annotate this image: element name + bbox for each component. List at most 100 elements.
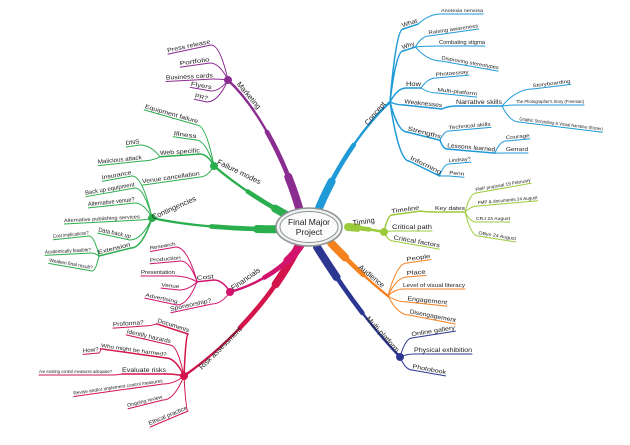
node-label-lindsay[interactable]: Lindsay? [448, 156, 471, 164]
node-underline [144, 297, 178, 306]
node-label-weaken-final-result[interactable]: Weaken final result? [49, 258, 94, 272]
node-label-level-of-visual-literacy[interactable]: Level of visual literacy [403, 283, 465, 289]
node-label-critical-path[interactable]: Critical path [392, 225, 432, 231]
node-label-weaknesses[interactable]: Weaknesses [404, 99, 442, 109]
node-label-lessons-learned[interactable]: Lessons learned [447, 143, 495, 153]
node-label-storyboarding[interactable]: Storyboarding [532, 79, 571, 90]
node-label-cost-implications[interactable]: Cost implications? [53, 230, 90, 240]
node-label-combating-stigma[interactable]: Combating stigma [439, 40, 485, 46]
branch-label-concept[interactable]: Concept [363, 99, 388, 127]
node-connector-curve [212, 78, 229, 81]
node-connector-curve [387, 295, 408, 303]
node-label-insurance[interactable]: Insurance [101, 170, 132, 181]
node-label-crj-24-august[interactable]: CRJ 24 August [476, 216, 511, 221]
node-label-people[interactable]: People [406, 254, 431, 263]
node-label-informing[interactable]: Informing [409, 156, 442, 176]
node-label-the-photographer-s-story-freeman[interactable]: The Photographer's Story (Freeman) [516, 99, 584, 104]
center-node[interactable] [279, 211, 339, 243]
node-label-timeline[interactable]: Timeline [391, 205, 420, 215]
node-connector-curve [389, 101, 405, 106]
branch-label-audience[interactable]: Audience [357, 263, 387, 290]
node-underline [402, 46, 417, 52]
branch-label-risk-assessment[interactable]: Risk assessment [197, 324, 244, 371]
node-label-malicious-attack[interactable]: Malicious attack [98, 155, 143, 166]
node-label-obyn-24-august[interactable]: OByn 24 August [478, 230, 517, 241]
branch-label-multi-platform[interactable]: Multi-platform [364, 314, 401, 354]
node-label-web-specific[interactable]: Web specific [160, 148, 200, 157]
node-connector-curve [141, 156, 161, 162]
branch-trunk-curve [346, 225, 386, 234]
node-underline [505, 138, 531, 142]
node-label-dns[interactable]: DNS [125, 139, 140, 147]
node-underline [125, 144, 141, 148]
node-label-extension[interactable]: Extension [98, 242, 131, 256]
node-label-place[interactable]: Place [406, 269, 426, 277]
node-label-what[interactable]: What [401, 18, 418, 29]
node-connector-curve [387, 288, 404, 297]
node-connector-curve [178, 281, 198, 291]
node-label-disproving-stereotypes[interactable]: Disproving stereotypes [441, 55, 500, 71]
node-label-revise-and-or-implement-control-measures[interactable]: Revise and/or implement control measures [73, 378, 164, 397]
node-label-anorexia-nervosa[interactable]: Anorexia nervosa [441, 8, 483, 14]
node-label-fmp-documents-24-august[interactable]: FMP & documents 24 August [477, 195, 538, 205]
node-label-how[interactable]: How [406, 82, 422, 88]
node-underline [172, 136, 197, 141]
branch-trunk-curve [225, 77, 304, 218]
branch-label-timing[interactable]: Timing [352, 216, 375, 228]
node-connector-curve [439, 139, 448, 150]
node-label-online-gallery[interactable]: Online gallery [411, 325, 455, 338]
node-label-academically-feasible[interactable]: Academically feasible? [45, 247, 91, 255]
node-connector-curve [91, 255, 100, 272]
node-label-cost[interactable]: Cost [196, 274, 214, 282]
node-label-multi-platform[interactable]: Multi-platform [437, 87, 477, 97]
node-connector-curve [383, 231, 394, 242]
node-label-presentation[interactable]: Presentation [141, 270, 175, 276]
node-label-identify-hazards[interactable]: Identify hazards [126, 329, 171, 345]
node-label-why[interactable]: Why [401, 41, 415, 51]
node-label-pr[interactable]: PR? [194, 94, 209, 103]
node-connector-curve [414, 35, 430, 48]
branch-label-contingencies[interactable]: Contingencies [150, 194, 197, 222]
node-connector-curve [134, 187, 153, 219]
node-label-documents[interactable]: Documents [157, 318, 190, 334]
node-label-engagement[interactable]: Engagement [407, 296, 448, 306]
node-label-data-back-up[interactable]: Data back up [98, 227, 132, 240]
node-label-courage[interactable]: Courage [505, 133, 530, 141]
node-label-are-existing-control-measures-adequate[interactable]: Are existing control measures adequate? [39, 369, 112, 374]
node-label-venue-cancellation[interactable]: Venue cancellation [142, 171, 200, 185]
node-connector-curve [209, 62, 229, 81]
node-connector-curve [165, 357, 185, 377]
node-label-technical-skills[interactable]: Technical skills [448, 122, 491, 132]
node-label-how[interactable]: How? [83, 347, 100, 354]
node-label-photoessay[interactable]: Photoessay [435, 69, 469, 78]
node-label-alternative-venue[interactable]: Alternative venue? [88, 197, 136, 208]
node-label-photobook[interactable]: Photobook [412, 364, 448, 376]
node-label-key-dates[interactable]: Key dates [435, 206, 465, 212]
branch-trunk-curve [224, 76, 305, 219]
branch-label-financials[interactable]: Financials [229, 265, 262, 292]
node-label-venue[interactable]: Venue [161, 282, 180, 290]
node-label-penn[interactable]: Penn [449, 170, 465, 177]
node-label-evaluate-risks[interactable]: Evaluate risks [122, 368, 166, 374]
node-label-gerrard[interactable]: Gerrard [506, 147, 528, 153]
node-connector-curve [501, 105, 520, 123]
node-label-raising-awareness[interactable]: Raising awareness [428, 23, 479, 36]
node-label-alternative-publishing-services[interactable]: Alternative publishing services [64, 214, 141, 224]
branch-label-marketing[interactable]: Marketing [235, 80, 263, 111]
node-label-advertising[interactable]: Advertising [145, 292, 179, 305]
node-label-critical-factors[interactable]: Critical factors [393, 235, 440, 249]
node-label-proforma[interactable]: Proforma? [113, 320, 145, 328]
node-connector-curve [387, 276, 408, 297]
node-label-strengths[interactable]: Strengths [407, 126, 441, 140]
node-label-portfolio[interactable]: Portfolio [179, 57, 210, 67]
node-underline [189, 86, 212, 92]
node-label-physical-exhibition[interactable]: Physical exhibition [414, 348, 472, 354]
node-label-research[interactable]: Research [149, 241, 176, 251]
node-label-ethical-practice[interactable]: Ethical practice [148, 405, 189, 427]
node-label-business-cards[interactable]: Business cards [166, 73, 213, 81]
node-label-equipment-failure[interactable]: Equipment failure [144, 104, 199, 125]
node-label-production[interactable]: Production [150, 255, 182, 264]
node-label-narrative-skills[interactable]: Narrative skills [456, 100, 502, 106]
node-label-flyers[interactable]: Flyers [190, 82, 212, 92]
node-label-illness[interactable]: Illness [173, 131, 197, 140]
